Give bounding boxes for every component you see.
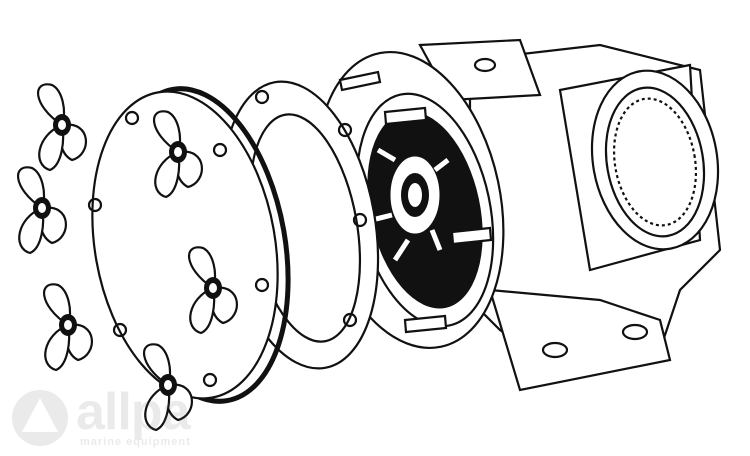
impeller	[367, 111, 483, 309]
mounting-foot	[488, 288, 672, 392]
wing-nut	[143, 343, 193, 432]
wing-nuts	[17, 83, 238, 432]
wing-nut	[17, 166, 67, 255]
outlet-port	[558, 63, 720, 272]
cover-plate	[87, 90, 279, 400]
wing-nut	[153, 110, 203, 199]
wing-nut	[43, 283, 93, 372]
allpa-watermark: allpa marine equipment	[10, 383, 190, 453]
wing-nut	[37, 83, 87, 172]
watermark-tagline: marine equipment	[80, 436, 191, 448]
wing-nut	[188, 246, 238, 335]
watermark-brand: allpa	[76, 383, 190, 441]
allpa-logo-icon	[12, 390, 68, 446]
